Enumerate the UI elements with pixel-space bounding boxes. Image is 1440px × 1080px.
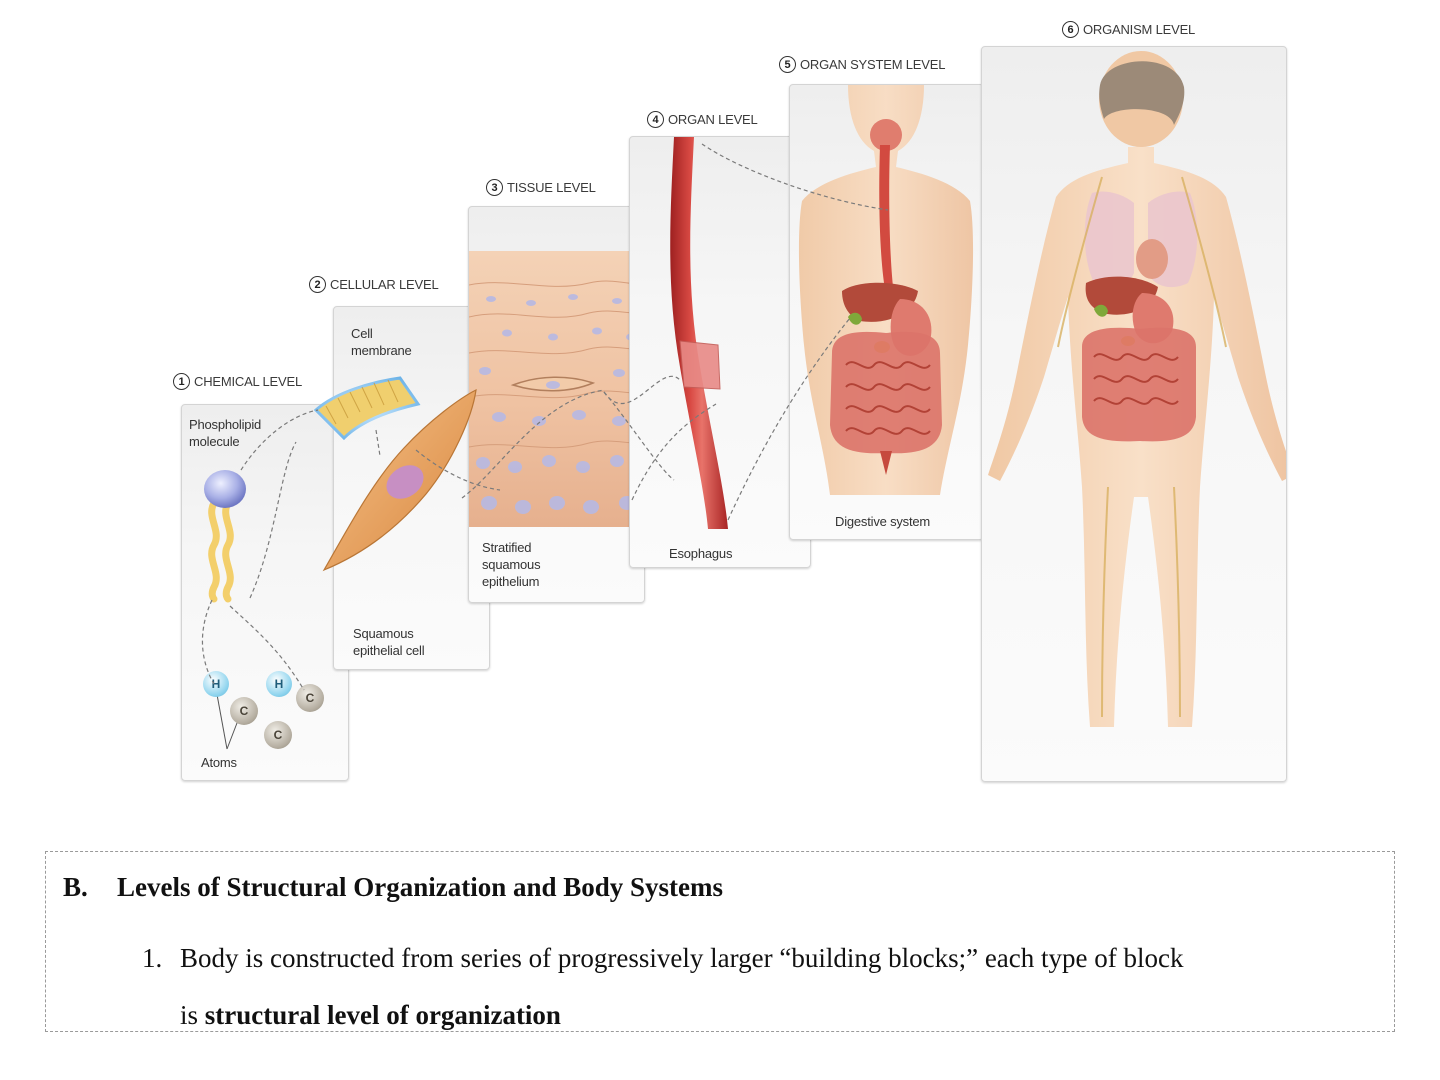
phospholipid-label: Phospholipid molecule [189,417,262,449]
level-1-title: CHEMICAL LEVEL [194,374,302,389]
line2-bold-term: structural level of organization [204,1000,561,1030]
carbon-atom: C [230,697,258,725]
organ-system-level-panel: Digestive system [789,84,984,540]
hydrogen-atom: H [203,671,229,697]
notes-box: B. Levels of Structural Organization and … [45,851,1395,1032]
atoms-label: Atoms [201,755,237,770]
squamous-cell-label: Squamous epithelial cell [353,626,425,658]
cell-membrane-label: Cell membrane [351,326,412,358]
level-4-title: ORGAN LEVEL [668,112,758,127]
level-1-number: 1 [173,373,190,390]
level-5-title: ORGAN SYSTEM LEVEL [800,57,946,72]
cell-nucleus [386,465,424,499]
level-6-header: 6 ORGANISM LEVEL [1062,21,1195,38]
stratified-epithelium-label: Stratified squamous epithelium [482,540,541,589]
digestive-system-illustration [798,85,974,495]
list-item-line-1: Body is constructed from series of progr… [180,943,1184,973]
level-1-header: 1 CHEMICAL LEVEL [173,373,302,390]
hydrogen-atom: H [266,671,292,697]
organism-level-panel [981,46,1287,782]
cell-membrane-illustration [313,376,421,441]
level-5-header: 5 ORGAN SYSTEM LEVEL [779,56,945,73]
level-3-number: 3 [486,179,503,196]
levels-figure: 1 CHEMICAL LEVEL 2 CELLULAR LEVEL 3 TISS… [173,21,1287,782]
chemical-level-panel: Phospholipid molecule [181,404,349,781]
carbon-atom: C [296,684,324,712]
level-4-header: 4 ORGAN LEVEL [647,111,758,128]
level-6-title: ORGANISM LEVEL [1083,22,1196,37]
level-3-header: 3 TISSUE LEVEL [486,179,596,196]
notes-heading: B. Levels of Structural Organization and … [63,872,723,903]
digestive-system-label: Digestive system [835,514,931,529]
human-organism-illustration [988,51,1286,727]
esophagus-illustration [670,137,728,529]
list-item-line-2: is structural level of organization [180,987,561,1044]
carbon-atom: C [264,721,292,749]
level-2-header: 2 CELLULAR LEVEL [309,276,439,293]
esophagus-label: Esophagus [669,546,733,561]
level-5-number: 5 [779,56,796,73]
heading-text: Levels of Structural Organization and Bo… [117,872,724,902]
level-2-title: CELLULAR LEVEL [330,277,439,292]
phospholipid-molecule-illustration [204,470,246,603]
level-2-number: 2 [309,276,326,293]
connector-overlay [201,143,889,691]
line2-prefix: is [180,1000,199,1030]
level-6-number: 6 [1062,21,1079,38]
level-3-title: TISSUE LEVEL [507,180,596,195]
tissue-level-panel: Stratified squamous epithelium [468,206,645,603]
level-4-number: 4 [647,111,664,128]
heading-letter: B. [63,872,88,902]
list-item-marker: 1. [142,943,163,973]
stratified-epithelium-illustration [469,251,644,527]
